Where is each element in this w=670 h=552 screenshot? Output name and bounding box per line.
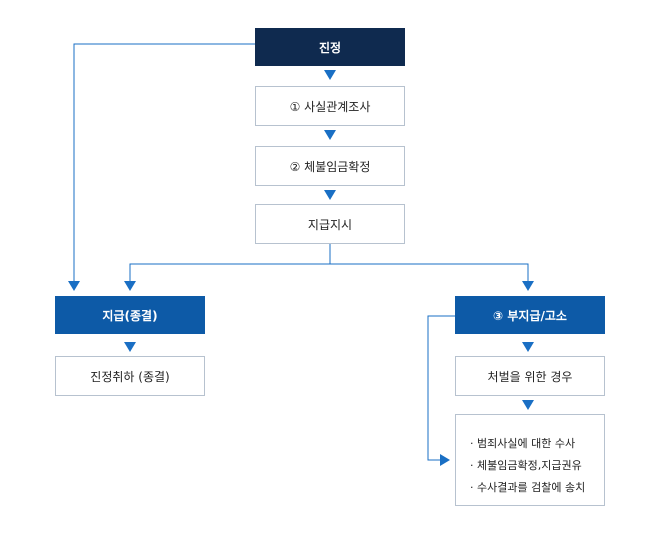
node-withdrawal-closed: 진정취하 (종결) [55,356,205,396]
arrow-to-nonpayment [522,281,534,291]
arrow-to-payment-center [124,281,136,291]
action-item: 수사결과를 검찰에 송치 [470,477,604,499]
node-unpaid-wage-confirmation: ② 체불임금확정 [255,146,405,186]
node-punishment-case: 처벌을 위한 경우 [455,356,605,396]
arrow-step2-order [324,190,336,200]
arrow-nonpayment-punishment [522,342,534,352]
connector-nonpayment-to-actions [427,315,455,461]
arrow-payment-withdrawal [124,342,136,352]
node-payment-closed: 지급(종결) [55,296,205,334]
action-item: 범죄사실에 대한 수사 [470,433,604,455]
arrow-to-payment-left [68,281,80,291]
arrow-petition-step1 [324,70,336,80]
node-fact-finding: ① 사실관계조사 [255,86,405,126]
connector-order-to-payment [129,244,331,282]
node-investigation-actions: 범죄사실에 대한 수사 체불임금확정,지급권유 수사결과를 검찰에 송치 [455,414,605,506]
node-payment-order: 지급지시 [255,204,405,244]
connector-order-to-nonpayment [330,263,529,282]
connector-petition-to-payment [73,43,255,282]
node-non-payment-complaint: ③ 부지급/고소 [455,296,605,334]
node-petition: 진정 [255,28,405,66]
action-item: 체불임금확정,지급권유 [470,455,604,477]
arrow-step1-step2 [324,130,336,140]
arrow-into-actions [440,454,450,466]
arrow-punishment-actions [522,400,534,410]
